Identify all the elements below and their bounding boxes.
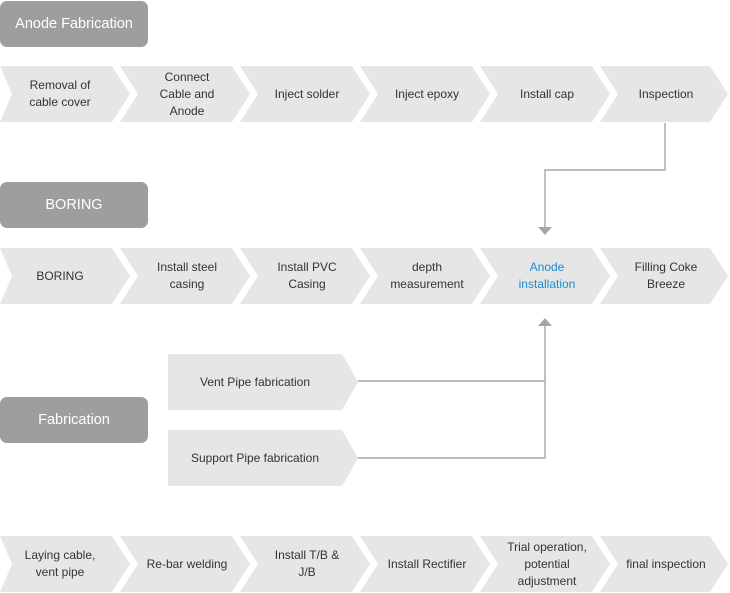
- support-pipe-connector: [358, 381, 546, 459]
- arrow-up-icon: [538, 318, 552, 326]
- step-install-cap: Install cap: [480, 66, 610, 122]
- step-install-pvc-casing: Install PVC Casing: [240, 248, 370, 304]
- inspection-to-anode-installation-connector: [544, 123, 666, 228]
- step-depth-measurement: depth measurement: [360, 248, 490, 304]
- step-final-inspection: final inspection: [600, 536, 728, 592]
- step-boring: BORING: [0, 248, 130, 304]
- step-trial-operation: Trial operation, potential adjustment: [480, 536, 610, 592]
- support-pipe-fabrication: Support Pipe fabrication: [168, 430, 358, 486]
- step-re-bar-welding: Re-bar welding: [120, 536, 250, 592]
- step-connect-cable-and-anode: Connect Cable and Anode: [120, 66, 250, 122]
- vent-pipe-fabrication: Vent Pipe fabrication: [168, 354, 358, 410]
- step-install-steel-casing: Install steel casing: [120, 248, 250, 304]
- step-removal-of-cable-cover: Removal of cable cover: [0, 66, 130, 122]
- vent-pipe-connector: [358, 325, 546, 382]
- step-inspection: Inspection: [600, 66, 728, 122]
- step-anode-installation: Anode installation: [480, 248, 610, 304]
- section-label-boring: BORING: [0, 182, 148, 228]
- step-install-rectifier: Install Rectifier: [360, 536, 490, 592]
- arrow-down-icon: [538, 227, 552, 235]
- section-label-fabrication: Fabrication: [0, 397, 148, 443]
- step-install-tb-jb: Install T/B & J/B: [240, 536, 370, 592]
- step-inject-solder: Inject solder: [240, 66, 370, 122]
- step-filling-coke-breeze: Filling Coke Breeze: [600, 248, 728, 304]
- section-label-anode-fabrication: Anode Fabrication: [0, 1, 148, 47]
- step-inject-epoxy: Inject epoxy: [360, 66, 490, 122]
- step-laying-cable-vent-pipe: Laying cable, vent pipe: [0, 536, 130, 592]
